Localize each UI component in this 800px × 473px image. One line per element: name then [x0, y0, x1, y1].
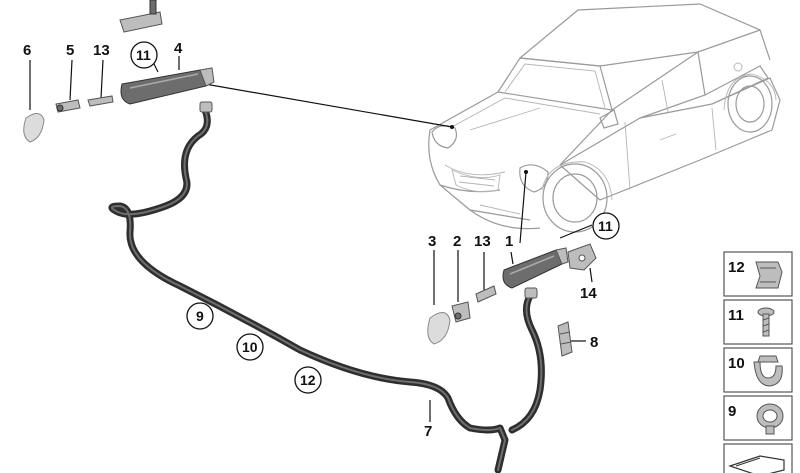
- callout-14: 14: [580, 285, 597, 302]
- callout-9-ring: [186, 302, 214, 330]
- callout-11-left-ring: [130, 41, 158, 69]
- callout-5: 5: [66, 42, 74, 59]
- callout-7: 7: [424, 423, 432, 440]
- legend-number-9: 9: [728, 403, 736, 420]
- callout-12-ring: [294, 366, 322, 394]
- legend-number-12: 12: [728, 259, 745, 276]
- callout-13-right: 13: [474, 233, 491, 250]
- callout-9: 9: [196, 308, 204, 324]
- hose-fitting-right: [524, 287, 538, 299]
- bracket-top: [119, 11, 163, 33]
- callout-12: 12: [300, 372, 316, 388]
- callout-6: 6: [23, 42, 31, 59]
- callout-1: 1: [505, 233, 513, 250]
- small-parts-legend: 12 11 10 9: [723, 251, 793, 473]
- hose-line-7: [108, 101, 545, 473]
- car-outline: [428, 3, 781, 233]
- legend-number-10: 10: [728, 355, 745, 372]
- left-washer-parts: [23, 0, 215, 143]
- legend-row-11: [723, 299, 793, 345]
- hose-fitting-top: [199, 101, 213, 113]
- callout-11-right: 11: [598, 218, 613, 234]
- callout-8: 8: [590, 334, 598, 351]
- callout-10-ring: [236, 333, 264, 361]
- callout-2: 2: [453, 233, 461, 250]
- callout-11-left: 11: [136, 47, 151, 63]
- screw-icon: [757, 307, 775, 337]
- hose-clip-icon: [753, 355, 783, 387]
- callout-13-left: 13: [93, 42, 110, 59]
- callout-3: 3: [428, 233, 436, 250]
- legend-number-11: 11: [728, 307, 744, 324]
- clip-8: [557, 321, 573, 357]
- cover-cap-right: [427, 312, 451, 345]
- arrow-tab-icon: [728, 455, 785, 473]
- cover-cap-left: [23, 113, 45, 143]
- spacer-right: [475, 285, 497, 303]
- hose-clamp-icon: [756, 403, 784, 435]
- spacer-left: [87, 95, 114, 107]
- callout-labels: 6 5 13 11 4 3 2 13 1 11 14 8 9 10 12 7: [23, 40, 620, 440]
- clip-icon: [755, 261, 783, 289]
- right-washer-parts: [427, 243, 597, 357]
- callout-11-right-ring: [592, 212, 620, 240]
- nozzle-right: [451, 301, 471, 323]
- callout-10: 10: [242, 339, 258, 355]
- callout-4: 4: [174, 40, 183, 57]
